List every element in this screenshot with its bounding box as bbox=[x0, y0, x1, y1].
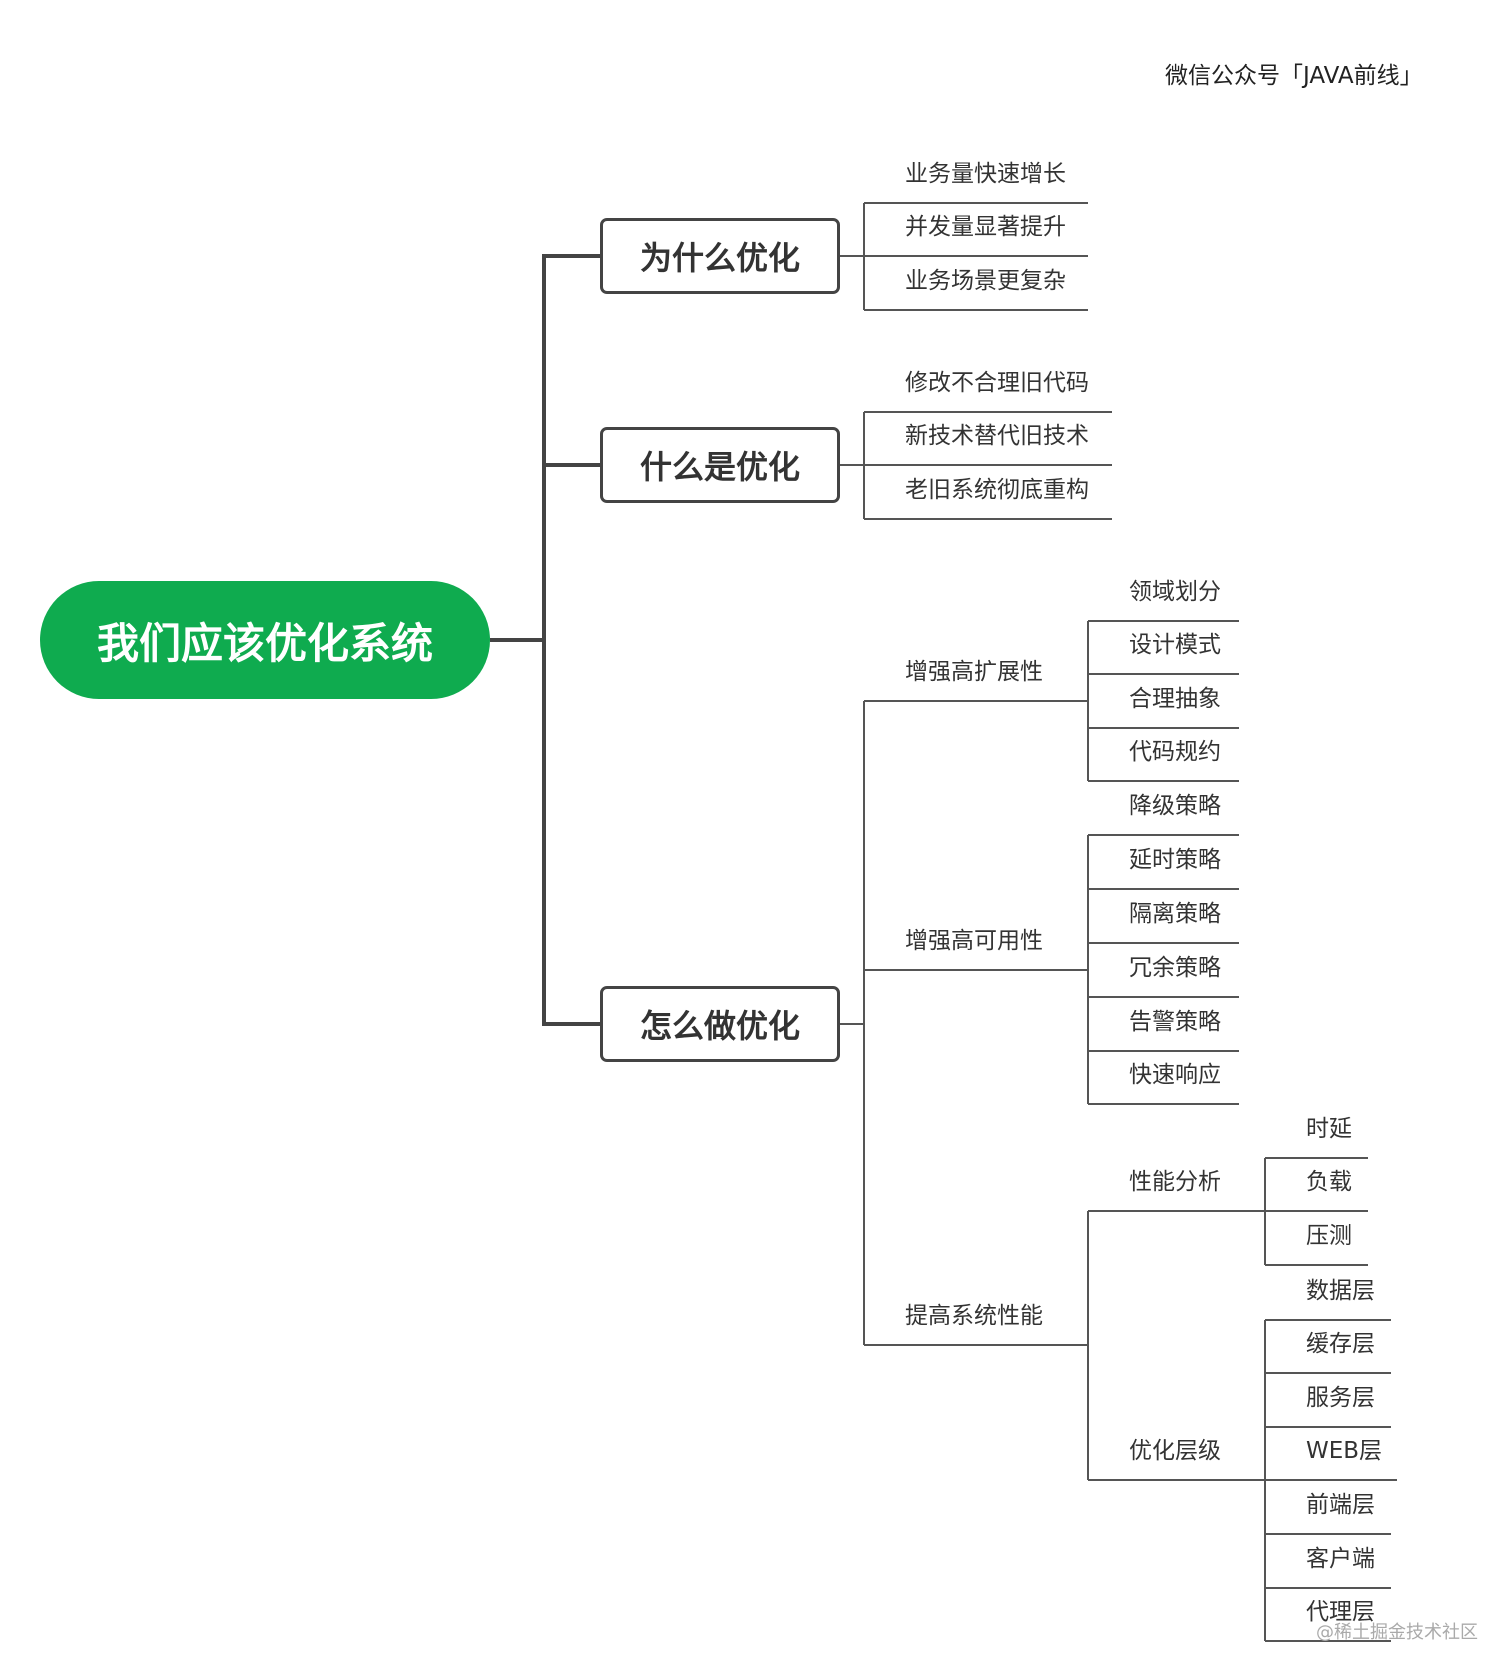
leaf-node[interactable]: WEB层 bbox=[1306, 1438, 1383, 1464]
sub-node[interactable]: 性能分析 bbox=[1129, 1169, 1221, 1195]
leaf-node[interactable]: 数据层 bbox=[1306, 1278, 1375, 1304]
connector-line bbox=[1265, 1533, 1391, 1535]
leaf-node[interactable]: 压测 bbox=[1306, 1223, 1352, 1249]
connector-line bbox=[864, 969, 1088, 971]
connector-line bbox=[1265, 1210, 1368, 1212]
connector-line bbox=[1088, 620, 1239, 622]
connector-line bbox=[1265, 1319, 1391, 1321]
connector-line bbox=[1088, 1050, 1239, 1052]
connector-line bbox=[1088, 1103, 1239, 1105]
branch-node[interactable]: 怎么做优化 bbox=[600, 986, 840, 1062]
connector-line bbox=[864, 518, 1112, 520]
leaf-node[interactable]: 领域划分 bbox=[1129, 579, 1221, 605]
connector-line bbox=[864, 255, 1088, 257]
connector-line bbox=[544, 254, 600, 258]
leaf-node[interactable]: 前端层 bbox=[1306, 1492, 1375, 1518]
connector-line bbox=[864, 1344, 1088, 1346]
connector-line bbox=[1088, 1479, 1265, 1481]
connector-line bbox=[1265, 1587, 1391, 1589]
connector-line bbox=[863, 701, 865, 1345]
watermark: @稀土掘金技术社区 bbox=[1316, 1622, 1478, 1643]
connector-line bbox=[1087, 621, 1089, 781]
connector-line bbox=[864, 309, 1088, 311]
connector-line bbox=[864, 700, 1088, 702]
connector-line bbox=[1087, 1211, 1089, 1480]
leaf-node[interactable]: 降级策略 bbox=[1129, 793, 1221, 819]
leaf-node[interactable]: 设计模式 bbox=[1129, 632, 1221, 658]
leaf-node[interactable]: 老旧系统彻底重构 bbox=[905, 477, 1089, 503]
connector-line bbox=[864, 411, 1112, 413]
leaf-node[interactable]: 缓存层 bbox=[1306, 1331, 1375, 1357]
leaf-node[interactable]: 业务量快速增长 bbox=[905, 161, 1066, 187]
sub-node[interactable]: 提高系统性能 bbox=[905, 1303, 1043, 1329]
root-node[interactable]: 我们应该优化系统 bbox=[40, 581, 490, 699]
leaf-node[interactable]: 新技术替代旧技术 bbox=[905, 423, 1089, 449]
connector-line bbox=[1088, 1210, 1265, 1212]
connector-line bbox=[840, 255, 864, 257]
connector-line bbox=[1088, 888, 1239, 890]
branch-node[interactable]: 为什么优化 bbox=[600, 218, 840, 294]
leaf-node[interactable]: 告警策略 bbox=[1129, 1009, 1221, 1035]
connector-line bbox=[1265, 1264, 1368, 1266]
sub-node[interactable]: 增强高扩展性 bbox=[905, 659, 1043, 685]
leaf-node[interactable]: 代理层 bbox=[1306, 1599, 1375, 1625]
leaf-node[interactable]: 冗余策略 bbox=[1129, 955, 1221, 981]
connector-line bbox=[542, 254, 546, 1026]
leaf-node[interactable]: 业务场景更复杂 bbox=[905, 268, 1066, 294]
source-caption: 微信公众号「JAVA前线」 bbox=[1165, 63, 1423, 89]
leaf-node[interactable]: 延时策略 bbox=[1129, 847, 1221, 873]
branch-node[interactable]: 什么是优化 bbox=[600, 427, 840, 503]
connector-line bbox=[864, 202, 1088, 204]
connector-line bbox=[1265, 1372, 1391, 1374]
connector-line bbox=[1088, 996, 1239, 998]
connector-line bbox=[1265, 1640, 1391, 1642]
leaf-node[interactable]: 服务层 bbox=[1306, 1385, 1375, 1411]
connector-line bbox=[1088, 673, 1239, 675]
connector-line bbox=[544, 1022, 600, 1026]
leaf-node[interactable]: 负载 bbox=[1306, 1169, 1352, 1195]
connector-line bbox=[1265, 1157, 1368, 1159]
sub-node[interactable]: 优化层级 bbox=[1129, 1438, 1221, 1464]
connector-line bbox=[544, 463, 600, 467]
connector-line bbox=[840, 1023, 864, 1025]
connector-line bbox=[1265, 1479, 1397, 1481]
connector-line bbox=[1088, 780, 1239, 782]
connector-line bbox=[1087, 835, 1089, 1104]
connector-line bbox=[490, 638, 544, 642]
leaf-node[interactable]: 时延 bbox=[1306, 1116, 1352, 1142]
leaf-node[interactable]: 并发量显著提升 bbox=[905, 214, 1066, 240]
connector-line bbox=[1088, 942, 1239, 944]
connector-line bbox=[1088, 727, 1239, 729]
leaf-node[interactable]: 修改不合理旧代码 bbox=[905, 370, 1089, 396]
sub-node[interactable]: 增强高可用性 bbox=[905, 928, 1043, 954]
leaf-node[interactable]: 合理抽象 bbox=[1129, 686, 1221, 712]
leaf-node[interactable]: 快速响应 bbox=[1129, 1062, 1221, 1088]
leaf-node[interactable]: 代码规约 bbox=[1129, 739, 1221, 765]
connector-line bbox=[1265, 1426, 1391, 1428]
leaf-node[interactable]: 隔离策略 bbox=[1129, 901, 1221, 927]
connector-line bbox=[840, 464, 864, 466]
leaf-node[interactable]: 客户端 bbox=[1306, 1546, 1375, 1572]
connector-line bbox=[864, 464, 1112, 466]
connector-line bbox=[1088, 834, 1239, 836]
